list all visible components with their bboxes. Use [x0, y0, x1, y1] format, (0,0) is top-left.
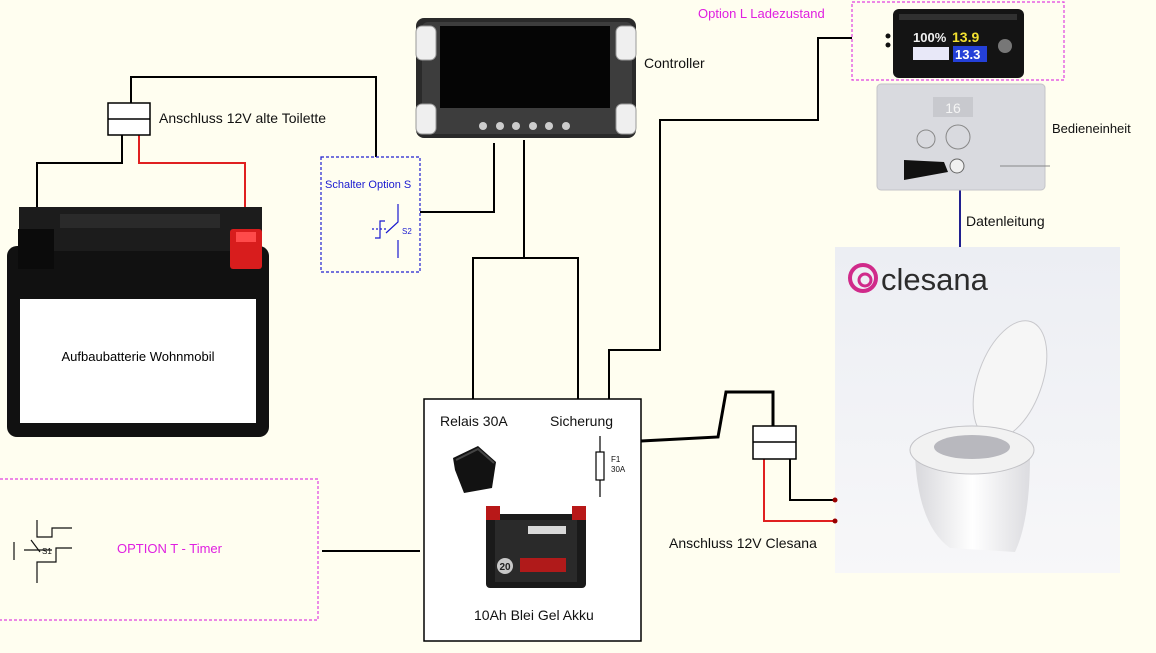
- clesana-toilet: clesana: [832, 247, 1120, 573]
- data-line-label: Datenleitung: [966, 213, 1045, 229]
- small-battery-number: 20: [499, 562, 511, 573]
- controller-label: Controller: [644, 55, 705, 71]
- switch-s2-symbol: [372, 204, 399, 258]
- wire-battery-neg: [36, 135, 123, 212]
- old-toilet-connector: Anschluss 12V alte Toilette: [107, 102, 326, 136]
- brand-label: clesana: [881, 262, 989, 297]
- control-unit-label: Bedieneinheit: [1052, 121, 1131, 136]
- fuse-symbol: [595, 436, 605, 497]
- wire-old-toilet-up: [130, 76, 377, 157]
- clesana-connector-label: Anschluss 12V Clesana: [669, 535, 817, 551]
- wires: [36, 37, 852, 552]
- switch-s1-symbol: [13, 520, 72, 583]
- option-t-label: OPTION T - Timer: [117, 541, 223, 556]
- switch-s1-ref: S1: [42, 547, 52, 556]
- battery-label: Aufbaubatterie Wohnmobil: [62, 349, 215, 364]
- relay-box: Relais 30A Sicherung F1 30A 20 10Ah Blei…: [423, 398, 642, 642]
- small-battery-label: 10Ah Blei Gel Akku: [474, 607, 594, 623]
- option-t-timer: OPTION T - Timer S1: [0, 478, 319, 621]
- switch-option-s-label: Schalter Option S: [325, 179, 411, 191]
- wire-meter: [608, 37, 852, 399]
- meter-percent: 100%: [913, 30, 947, 45]
- control-unit-display: 16: [945, 100, 961, 116]
- fuse-ref: F1: [611, 455, 621, 464]
- wire-clesana-neg-out: [789, 459, 835, 501]
- fuse-label: Sicherung: [550, 413, 613, 429]
- option-l-label: Option L Ladezustand: [698, 6, 825, 21]
- wire-relay-branch: [472, 257, 579, 399]
- relay-label: Relais 30A: [440, 413, 508, 429]
- solar-controller: Controller: [415, 18, 705, 138]
- wire-clesana-neg: [640, 390, 775, 443]
- switch-option-s: Schalter Option S S2: [320, 156, 421, 273]
- wire-clesana-pos: [763, 459, 835, 522]
- meter-volt-1: 13.9: [952, 29, 979, 45]
- positive-wires: [138, 135, 835, 522]
- fuse-rating: 30A: [611, 465, 626, 474]
- clesana-logo-icon: [848, 263, 878, 293]
- meter-volt-2: 13.3: [955, 47, 980, 62]
- control-unit: 16 Bedieneinheit: [876, 83, 1131, 191]
- main-battery: Aufbaubatterie Wohnmobil: [7, 207, 269, 437]
- small-battery-icon: 20: [486, 506, 586, 588]
- switch-s2-ref: S2: [402, 227, 412, 236]
- old-toilet-connector-label: Anschluss 12V alte Toilette: [159, 110, 326, 126]
- relay-icon: [453, 446, 496, 493]
- wire-battery-pos: [138, 135, 246, 212]
- wire-switch-controller: [420, 143, 495, 213]
- option-l-meter: Option L Ladezustand 100% 13.9 13.3: [698, 1, 1065, 81]
- clesana-connector: Anschluss 12V Clesana: [669, 425, 817, 551]
